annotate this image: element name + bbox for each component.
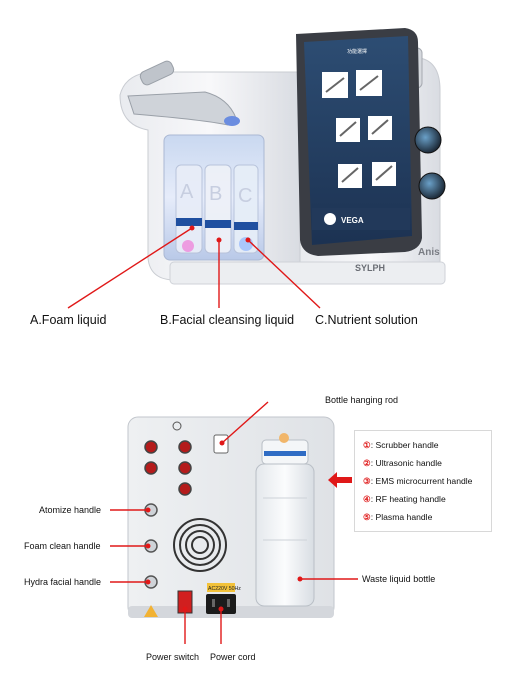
screen-logo: VEGA bbox=[341, 216, 364, 225]
bottle-letter-a: A bbox=[180, 181, 194, 203]
voltage-label: AC220V 50Hz bbox=[208, 586, 241, 592]
callout-foam-clean-handle: Foam clean handle bbox=[24, 541, 101, 551]
legend-item-ultrasonic: ②: Ultrasonic handle bbox=[363, 458, 442, 468]
legend-item-rf: ④: RF heating handle bbox=[363, 494, 446, 504]
back-callout-lines bbox=[110, 401, 358, 644]
warning-icon bbox=[144, 605, 158, 617]
waste-bottle bbox=[255, 463, 315, 607]
back-panel-illustration: AC220V 50Hz bbox=[110, 401, 358, 644]
callout-facial-cleansing-liquid: B.Facial cleansing liquid bbox=[160, 313, 295, 327]
top-device-illustration: 功能選擇 VEGA SYLPH Anis A B C bbox=[67, 28, 446, 309]
screen-tiles bbox=[322, 70, 396, 188]
bottle-a bbox=[175, 164, 203, 254]
callout-power-switch: Power switch bbox=[146, 652, 200, 662]
callout-power-cord: Power cord bbox=[210, 652, 256, 662]
brand-sylph: SYLPH bbox=[355, 263, 385, 273]
top-callout-lines bbox=[67, 227, 321, 309]
legend-arrow bbox=[328, 472, 352, 488]
callout-bottle-hanging-rod: Bottle hanging rod bbox=[325, 395, 399, 405]
bottle-letter-b: B bbox=[209, 183, 222, 205]
device-base bbox=[169, 261, 446, 285]
callout-nutrient-solution: C.Nutrient solution bbox=[315, 313, 418, 327]
fan-grille bbox=[173, 518, 227, 572]
bottle-b bbox=[204, 164, 232, 254]
knob-top bbox=[414, 126, 442, 154]
handle-connectors bbox=[144, 440, 192, 496]
legend-item-scrubber: ①: Scrubber handle bbox=[363, 440, 439, 450]
bottle-letter-c: C bbox=[238, 185, 252, 207]
callout-atomize-handle: Atomize handle bbox=[39, 505, 102, 515]
legend-item-plasma: ⑤: Plasma handle bbox=[363, 512, 433, 522]
brand-anis: Anis bbox=[418, 247, 440, 258]
callout-waste-liquid-bottle: Waste liquid bottle bbox=[362, 574, 436, 584]
knob-bottom bbox=[418, 172, 446, 200]
screen-title: 功能選擇 bbox=[347, 48, 367, 55]
callout-hydra-facial-handle: Hydra facial handle bbox=[24, 577, 102, 587]
handle-legend: ①: Scrubber handle ②: Ultrasonic handle … bbox=[354, 430, 492, 532]
bottle-c bbox=[233, 164, 259, 254]
legend-item-ems: ③: EMS microcurrent handle bbox=[363, 476, 473, 486]
voltage-label-bg bbox=[207, 583, 235, 592]
callout-foam-liquid: A.Foam liquid bbox=[30, 313, 107, 327]
